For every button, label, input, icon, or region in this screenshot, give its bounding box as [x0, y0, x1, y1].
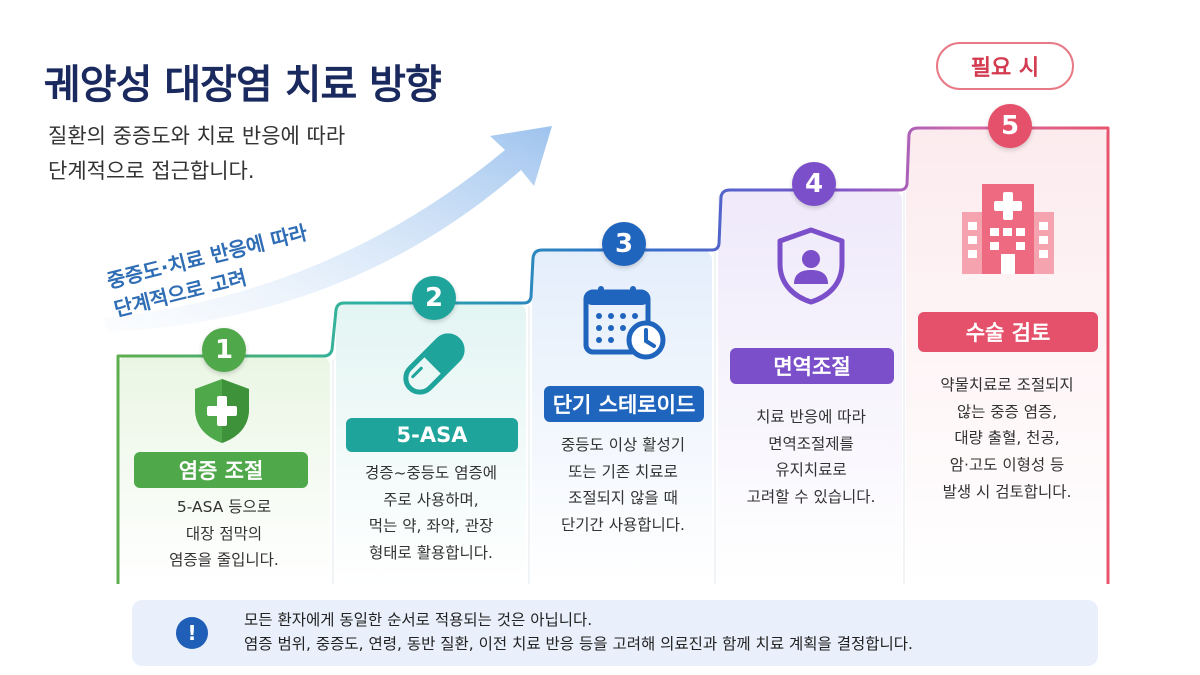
step-5-desc-line: 대량 출혈, 천공, — [954, 429, 1060, 448]
step-4-desc-line: 유지치료로 — [775, 461, 847, 480]
step-2-desc-line: 형태로 활용합니다. — [369, 543, 493, 562]
step-5-label: 수술 검토 — [918, 312, 1098, 352]
note-line-1: 모든 환자에게 동일한 순서로 적용되는 것은 아닙니다. — [244, 611, 593, 629]
step-3-desc-line: 또는 기존 치료로 — [568, 462, 678, 481]
capsule-icon — [392, 322, 476, 410]
step-4-desc-line: 면역조절제를 — [768, 434, 854, 453]
step-3-description: 중등도 이상 활성기 또는 기존 치료로 조절되지 않을 때 단기간 사용합니다… — [534, 432, 712, 539]
step-1-desc-line: 5-ASA 등으로 — [176, 498, 272, 516]
step-3-desc-line: 단기간 사용합니다. — [561, 515, 685, 534]
page-title: 궤양성 대장염 치료 방향 — [44, 62, 442, 108]
step-1-label: 염증 조절 — [134, 452, 308, 488]
step-1-description: 5-ASA 등으로 대장 점막의 염증을 줄입니다. — [124, 494, 324, 574]
shield-plus-icon — [190, 376, 254, 450]
exclamation-icon: ! — [176, 617, 208, 649]
step-4-desc-line: 치료 반응에 따라 — [756, 408, 866, 426]
step-1-desc-line: 염증을 줄입니다. — [169, 551, 279, 570]
step-5-desc-line: 않는 중증 염증, — [956, 402, 1058, 421]
step-5-desc-line: 약물치료로 조절되지 — [940, 376, 1074, 394]
step-3-desc-line: 중등도 이상 활성기 — [561, 436, 685, 454]
step-5-description: 약물치료로 조절되지 않는 중증 염증, 대량 출혈, 천공, 암·고도 이형성… — [908, 372, 1106, 505]
step-5-desc-line: 발생 시 검토합니다. — [942, 482, 1072, 501]
step-3-desc-line: 조절되지 않을 때 — [568, 489, 678, 508]
step-4-number: 4 — [792, 162, 836, 206]
note-line-2: 염증 범위, 중증도, 연령, 동반 질환, 이전 치료 반응 등을 고려해 의… — [244, 635, 913, 654]
step-2-desc-line: 경증~중등도 염증에 — [365, 464, 497, 482]
shield-person-icon — [774, 226, 848, 310]
calendar-clock-icon — [582, 284, 668, 366]
note-box: ! 모든 환자에게 동일한 순서로 적용되는 것은 아닙니다. 염증 범위, 중… — [132, 600, 1098, 666]
subtitle-line-1: 질환의 중증도와 치료 반응에 따라 — [48, 124, 346, 148]
step-5-desc-line: 암·고도 이형성 등 — [949, 455, 1065, 474]
optional-badge: 필요 시 — [936, 42, 1074, 90]
step-1-desc-line: 대장 점막의 — [185, 524, 263, 543]
step-2-desc-line: 먹는 약, 좌약, 관장 — [368, 517, 494, 536]
note-text: 모든 환자에게 동일한 순서로 적용되는 것은 아닙니다. 염증 범위, 중증도… — [244, 608, 913, 656]
subtitle-line-2: 단계적으로 접근합니다. — [48, 159, 255, 183]
step-4-description: 치료 반응에 따라 면역조절제를 유지치료로 고려할 수 있습니다. — [720, 404, 902, 511]
hospital-icon — [958, 178, 1058, 282]
step-3-label: 단기 스테로이드 — [544, 386, 704, 422]
step-2-number: 2 — [412, 276, 456, 320]
step-2-desc-line: 주로 사용하며, — [383, 490, 479, 509]
step-2-label: 5-ASA — [346, 418, 518, 452]
step-4-desc-line: 고려할 수 있습니다. — [746, 487, 876, 506]
step-3-number: 3 — [602, 222, 646, 266]
step-2-description: 경증~중등도 염증에 주로 사용하며, 먹는 약, 좌약, 관장 형태로 활용합… — [338, 460, 524, 567]
step-4-label: 면역조절 — [730, 348, 894, 384]
step-1-number: 1 — [202, 328, 246, 372]
step-5-number: 5 — [988, 104, 1032, 148]
